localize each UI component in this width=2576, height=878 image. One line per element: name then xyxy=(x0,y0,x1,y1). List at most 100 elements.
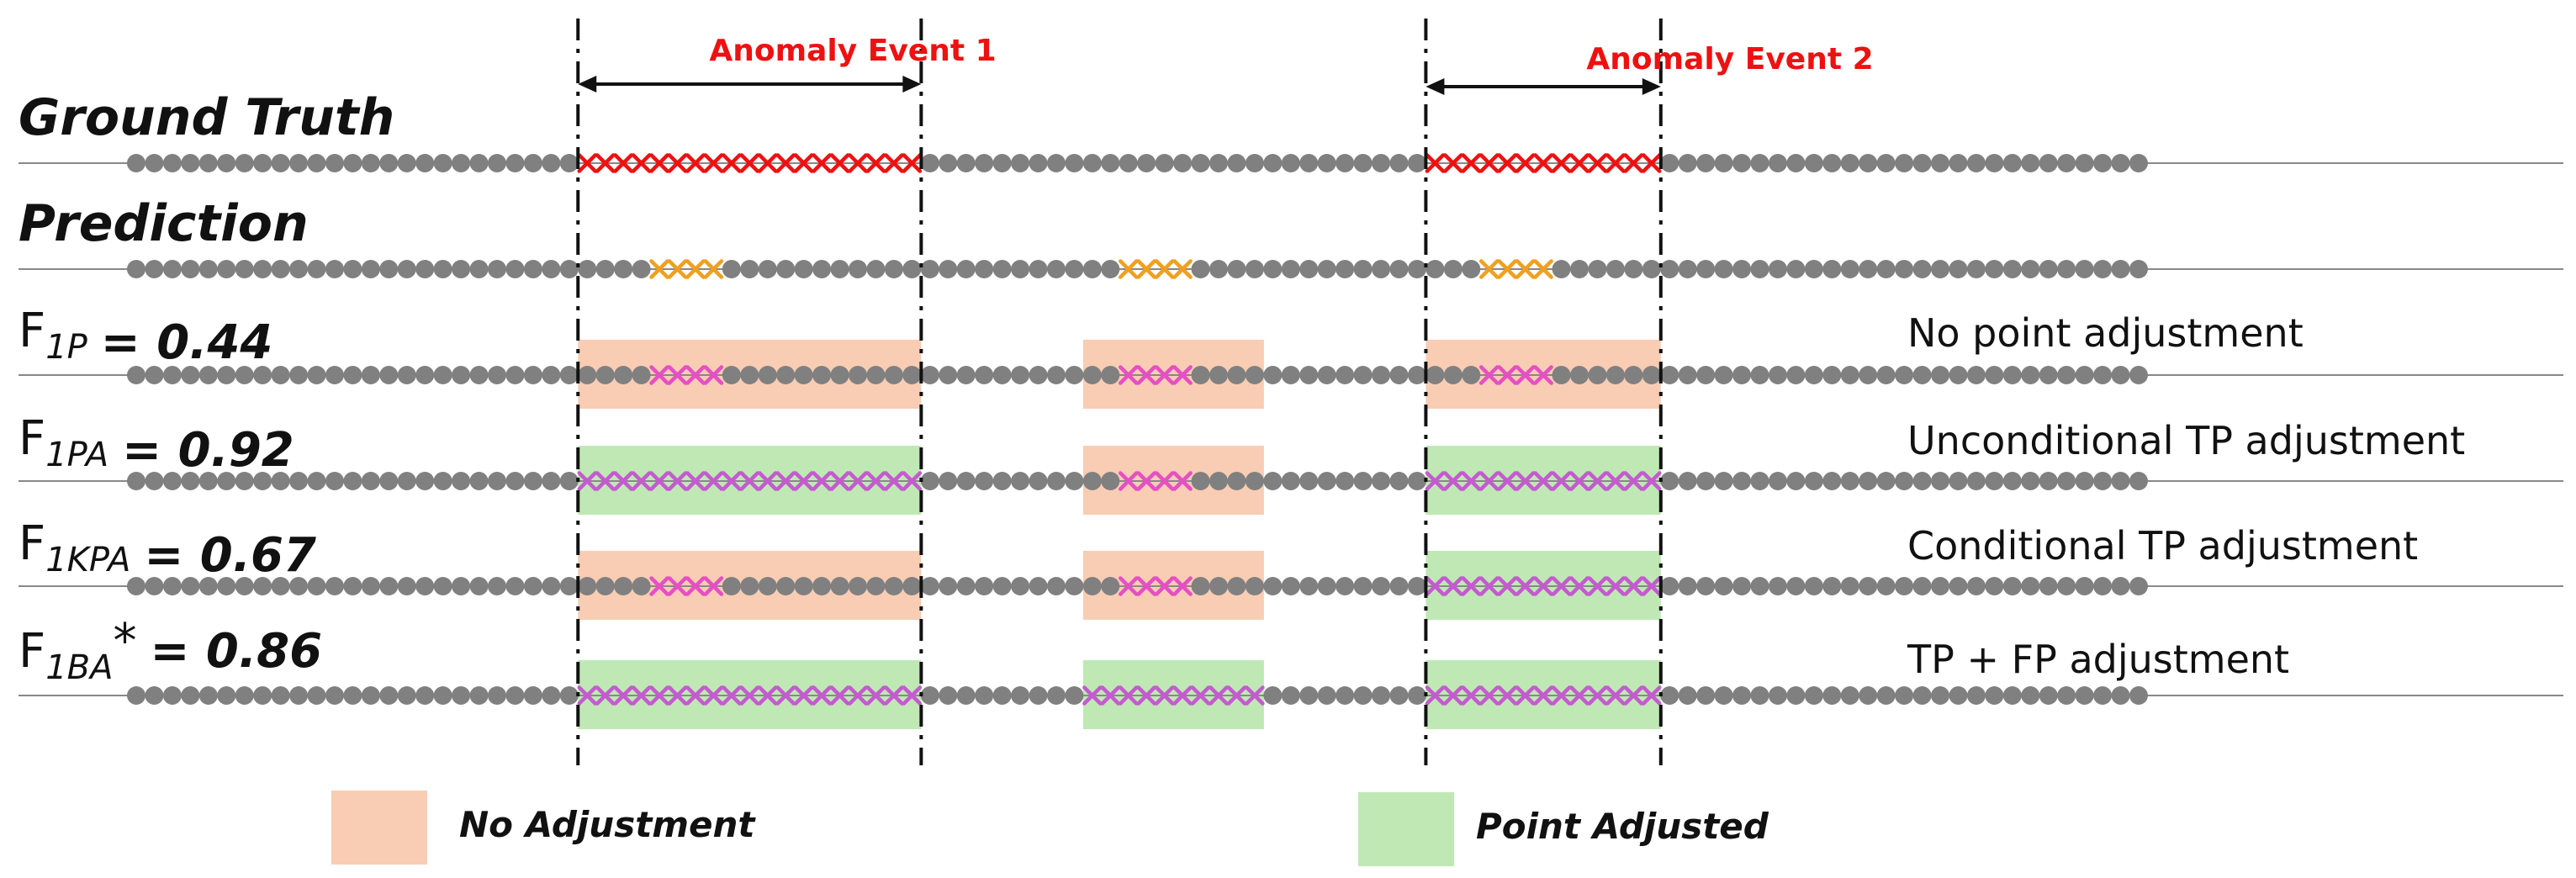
x-stroke xyxy=(703,576,724,596)
normal-point xyxy=(939,260,958,278)
normal-point xyxy=(1336,686,1355,705)
normal-point xyxy=(632,260,651,278)
normal-point xyxy=(1426,366,1445,384)
anomaly-x-mark xyxy=(1154,259,1175,279)
normal-point xyxy=(253,472,272,490)
normal-point xyxy=(830,577,849,595)
normal-point xyxy=(578,260,597,278)
normal-point xyxy=(1191,577,1210,595)
normal-point xyxy=(1966,686,1986,705)
normal-point xyxy=(920,154,939,172)
normal-point xyxy=(1660,260,1679,278)
normal-point xyxy=(542,260,561,278)
x-stroke xyxy=(812,153,832,173)
normal-point xyxy=(1101,577,1120,595)
normal-point xyxy=(722,366,741,384)
desc-tp-fp-adjustment: TP + FP adjustment xyxy=(1907,637,2289,682)
normal-point xyxy=(1786,472,1806,490)
x-stroke xyxy=(649,259,669,279)
normal-point xyxy=(1768,366,1787,384)
normal-point xyxy=(722,577,741,595)
normal-point xyxy=(127,577,145,595)
x-stroke xyxy=(1623,685,1644,706)
normal-point xyxy=(920,260,939,278)
anomaly-x-mark xyxy=(1154,685,1175,706)
normal-point xyxy=(1912,366,1932,384)
anomaly-x-mark xyxy=(577,471,597,491)
normal-point xyxy=(505,260,525,278)
x-stroke xyxy=(577,685,597,706)
anomaly-x-mark xyxy=(1461,471,1482,491)
normal-point xyxy=(127,686,145,705)
x-stroke xyxy=(902,471,923,491)
x-stroke xyxy=(1226,685,1247,706)
normal-point xyxy=(307,472,326,490)
normal-point xyxy=(1678,260,1697,278)
normal-point xyxy=(2021,154,2040,172)
normal-point xyxy=(488,260,506,278)
normal-point xyxy=(1570,366,1589,384)
anomaly-x-mark xyxy=(1569,471,1590,491)
normal-point xyxy=(1209,577,1228,595)
normal-point xyxy=(415,686,435,705)
anomaly-x-mark xyxy=(1533,365,1553,385)
normal-point xyxy=(758,577,777,595)
normal-point xyxy=(162,154,182,172)
normal-point xyxy=(162,577,182,595)
normal-point xyxy=(1786,154,1806,172)
normal-point xyxy=(217,472,236,490)
anomaly-x-mark xyxy=(1533,685,1553,706)
normal-point xyxy=(1263,260,1283,278)
normal-point xyxy=(1895,472,1914,490)
normal-point xyxy=(523,366,542,384)
normal-point xyxy=(1082,577,1102,595)
normal-point xyxy=(975,154,994,172)
normal-point xyxy=(1281,577,1300,595)
anomaly-x-mark xyxy=(1082,685,1103,706)
x-stroke xyxy=(1642,153,1662,173)
normal-point xyxy=(1714,472,1733,490)
anomaly-x-mark xyxy=(667,153,688,173)
x-stroke xyxy=(1136,576,1156,596)
x-stroke xyxy=(1533,153,1553,173)
anomaly-x-mark xyxy=(1497,259,1517,279)
normal-point xyxy=(1065,154,1084,172)
normal-point xyxy=(1426,260,1445,278)
normal-point xyxy=(992,154,1012,172)
normal-point xyxy=(2129,472,2148,490)
x-stroke xyxy=(1119,576,1139,596)
normal-point xyxy=(2002,366,2022,384)
x-stroke xyxy=(613,153,633,173)
normal-point xyxy=(415,472,435,490)
normal-point xyxy=(307,260,326,278)
normal-point xyxy=(1046,472,1066,490)
anomaly-x-mark xyxy=(722,471,742,491)
normal-point xyxy=(559,260,579,278)
anomaly-x-mark xyxy=(1623,471,1644,491)
normal-point xyxy=(2075,366,2094,384)
anomaly-x-mark xyxy=(1443,685,1463,706)
normal-point xyxy=(433,577,452,595)
anomaly-x-mark xyxy=(1533,153,1553,173)
normal-point xyxy=(920,577,939,595)
x-stroke xyxy=(685,471,706,491)
anomaly-x-mark xyxy=(649,576,669,596)
normal-point xyxy=(1029,472,1048,490)
x-stroke xyxy=(1461,153,1482,173)
anomaly-x-mark xyxy=(1136,259,1156,279)
x-stroke xyxy=(613,685,633,706)
normal-point xyxy=(1768,154,1787,172)
anomaly-x-mark xyxy=(902,471,923,491)
normal-point xyxy=(217,577,236,595)
anomaly-x-mark xyxy=(685,153,706,173)
normal-point xyxy=(452,154,471,172)
anomaly-x-mark xyxy=(1425,471,1446,491)
anomaly-x-mark xyxy=(1479,471,1500,491)
x-stroke xyxy=(739,471,760,491)
normal-point xyxy=(1173,154,1193,172)
normal-point xyxy=(1317,366,1336,384)
anomaly-x-mark xyxy=(703,365,724,385)
x-stroke xyxy=(884,153,904,173)
normal-point xyxy=(271,686,290,705)
anomaly-x-mark xyxy=(1172,685,1193,706)
